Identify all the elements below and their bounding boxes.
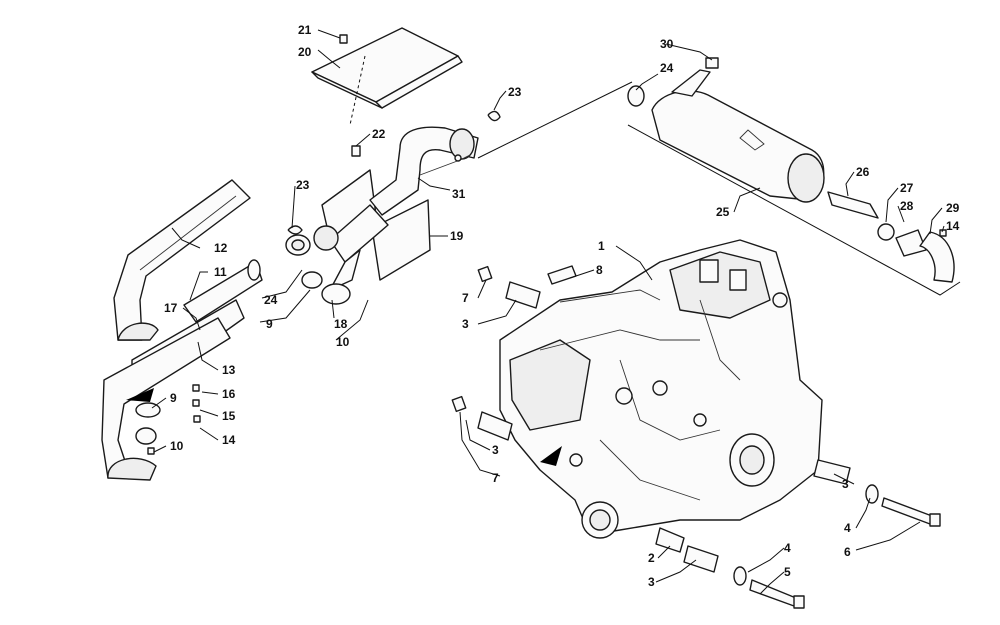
callout-27: 27 (900, 181, 914, 195)
callout-24: 24 (660, 61, 674, 75)
bolt-icon (749, 497, 941, 609)
callout-22: 22 (372, 127, 386, 141)
callout-7: 7 (492, 471, 499, 485)
bolt-icon (339, 34, 348, 44)
callout-6: 6 (844, 545, 851, 559)
callout-25: 25 (716, 205, 730, 219)
callout-26: 26 (856, 165, 870, 179)
callout-31: 31 (452, 187, 466, 201)
callout-23: 23 (296, 178, 310, 192)
callout-28: 28 (900, 199, 914, 213)
callout-12: 12 (214, 241, 228, 255)
callout-15: 15 (222, 409, 236, 423)
callout-9: 9 (266, 317, 273, 331)
callout-labels: 21 20 30 24 23 22 23 12 11 17 31 19 24 9… (164, 23, 960, 589)
callout-23: 23 (508, 85, 522, 99)
callout-9: 9 (170, 391, 177, 405)
callout-3: 3 (842, 477, 849, 491)
heat-shield-plate (311, 27, 463, 126)
callout-3: 3 (492, 443, 499, 457)
leader-line (477, 81, 633, 159)
callout-30: 30 (660, 37, 674, 51)
callout-2: 2 (648, 551, 655, 565)
callout-16: 16 (222, 387, 236, 401)
callout-10: 10 (336, 335, 350, 349)
direction-arrow-icon (126, 388, 562, 466)
callout-14: 14 (222, 433, 236, 447)
callout-1: 1 (598, 239, 605, 253)
callout-4: 4 (844, 521, 851, 535)
callout-24: 24 (264, 293, 278, 307)
lower-shield (101, 317, 231, 481)
leader-lines (151, 29, 945, 595)
callout-5: 5 (784, 565, 791, 579)
bolt-icon (147, 384, 201, 455)
callout-18: 18 (334, 317, 348, 331)
heat-shield-icon (113, 179, 251, 341)
engine-mount-icon (451, 265, 851, 573)
callout-8: 8 (596, 263, 603, 277)
callout-19: 19 (450, 229, 464, 243)
callout-13: 13 (222, 363, 236, 377)
engine-block-icon (499, 239, 823, 539)
leader-line (627, 124, 961, 296)
callout-3: 3 (462, 317, 469, 331)
exhaust-pipe-icon (313, 126, 479, 291)
callout-17: 17 (164, 301, 178, 315)
decal-8 (547, 265, 577, 285)
callout-21: 21 (298, 23, 312, 37)
sensor-22 (351, 145, 361, 157)
callout-14: 14 (946, 219, 960, 233)
callout-29: 29 (946, 201, 960, 215)
callout-11: 11 (214, 265, 227, 279)
muffler-icon (627, 57, 825, 203)
callout-3: 3 (648, 575, 655, 589)
washer-icon (733, 484, 879, 586)
callout-7: 7 (462, 291, 469, 305)
callout-10: 10 (170, 439, 184, 453)
callout-4: 4 (784, 541, 791, 555)
tailpipe-26 (827, 191, 955, 283)
callout-20: 20 (298, 45, 312, 59)
spring-clamp (285, 110, 501, 305)
